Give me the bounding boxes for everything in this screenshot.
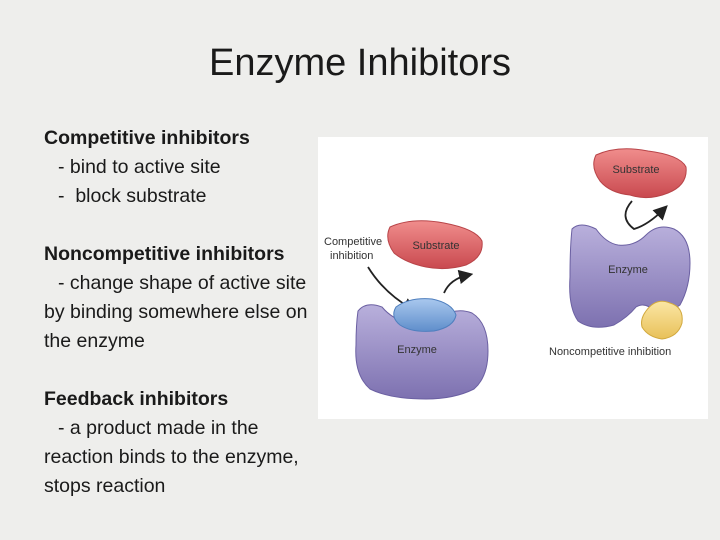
bullet-line: - bind to active site xyxy=(58,156,221,178)
slide-title: Enzyme Inhibitors xyxy=(208,42,511,84)
competitive-label-line1: Competitive xyxy=(324,236,382,248)
diagram-svg: Substrate Enzyme Noncompetitive inhibiti… xyxy=(324,148,691,400)
bullet-line: - block substrate xyxy=(58,185,207,207)
bullet-feedback: Feedback inhibitors - a product made in … xyxy=(44,385,314,501)
noncompetitive-label: Noncompetitive inhibition xyxy=(549,346,671,358)
bullet-list: Competitive inhibitors - bind to active … xyxy=(44,124,314,530)
noncompetitive-inhibitor-shape xyxy=(641,300,683,340)
competitive-label-line2: inhibition xyxy=(330,250,373,262)
arrow-substrate-blocked xyxy=(443,269,474,294)
arrow-right xyxy=(624,200,668,230)
enzyme-label-right: Enzyme xyxy=(608,264,648,276)
enzyme-label-left: Enzyme xyxy=(397,344,437,356)
bullet-competitive: Competitive inhibitors - bind to active … xyxy=(44,124,314,211)
bullet-noncompetitive: Noncompetitive inhibitors - change shape… xyxy=(44,240,314,356)
substrate-shape-left xyxy=(387,220,483,270)
enzyme-inhibition-diagram: Substrate Enzyme Noncompetitive inhibiti… xyxy=(318,137,708,419)
bullet-heading: Feedback inhibitors xyxy=(44,388,229,410)
competitive-inhibitor-shape xyxy=(393,298,457,332)
substrate-label-left: Substrate xyxy=(412,240,459,252)
bullet-line: - a product made in the reaction binds t… xyxy=(44,417,299,497)
bullet-heading: Competitive inhibitors xyxy=(44,127,250,149)
bullet-heading: Noncompetitive inhibitors xyxy=(44,243,285,265)
substrate-shape-right xyxy=(593,148,687,199)
substrate-label-right: Substrate xyxy=(612,164,659,176)
bullet-line: - change shape of active site by binding… xyxy=(44,272,308,352)
